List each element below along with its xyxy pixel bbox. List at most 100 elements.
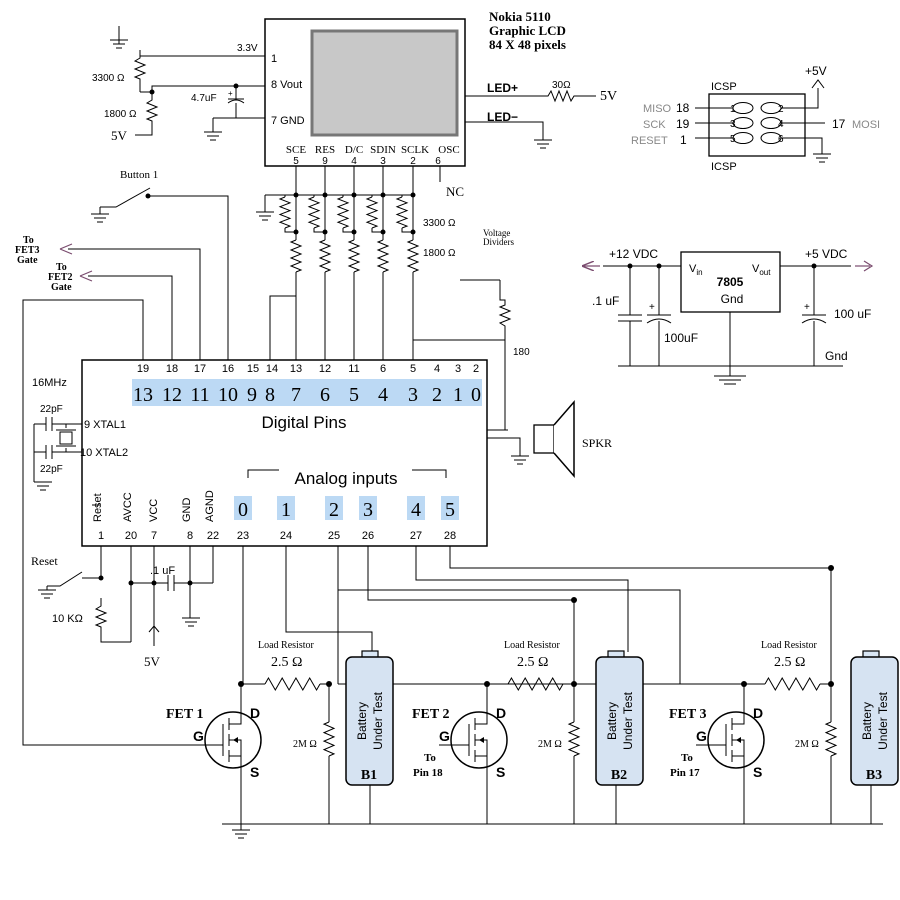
icsp-title-bottom: ICSP	[711, 161, 737, 173]
lcd-sig-osc: OSC	[438, 144, 459, 156]
lcd-3v3-label: 3.3V	[237, 43, 258, 54]
analog-highlight-0	[234, 496, 252, 520]
reg-gnd-pin: Gnd	[721, 292, 744, 306]
fet-source-label: S	[496, 764, 505, 780]
load-resistor-value: 2.5 Ω	[517, 655, 548, 670]
reg-c3-label: 100 uF	[834, 307, 871, 321]
icsp-mosi-label: MOSI	[852, 119, 880, 131]
mcu-bottom-pin-26: 26	[362, 530, 374, 542]
battery-body	[850, 656, 899, 786]
icsp-reset-label: RESET	[631, 135, 668, 147]
icsp-miso-pin: 18	[676, 101, 690, 115]
lcd-pin-vout: 8 Vout	[271, 79, 302, 91]
digital-pin-label-3: 3	[408, 384, 418, 406]
fet-source-label: S	[753, 764, 762, 780]
svg-text:+: +	[649, 302, 655, 313]
fet-name-label: FET 2	[412, 707, 449, 722]
lcd-title-2: Graphic LCD	[489, 23, 566, 38]
load-resistor-value: 2.5 Ω	[271, 655, 302, 670]
digital-pin-label-7: 7	[291, 384, 301, 406]
mcu-top-pin-5: 5	[410, 363, 416, 375]
fet3-gate-gate: Gate	[17, 255, 38, 266]
lcd-led-minus: LED−	[487, 110, 518, 124]
battery-body	[345, 656, 394, 786]
lcd-nc-label: NC	[446, 184, 464, 199]
battery-body	[595, 656, 644, 786]
mcu-power-reset: Reset 10 KΩ .1 uF 5V	[31, 546, 214, 669]
mcu-top-pin-11: 11	[348, 363, 359, 375]
xtal1-pin-label: 9 XTAL1	[84, 419, 126, 431]
lcd-sig-sdin: SDIN	[370, 144, 396, 156]
analog-highlight-3	[359, 496, 377, 520]
digital-pin-label-6: 6	[320, 384, 330, 406]
digital-pin-label-4: 4	[378, 384, 388, 406]
fet-gate-pin: Pin 17	[670, 767, 700, 779]
reg-c1-label: .1 uF	[592, 294, 619, 308]
mcu-bottom-label-avcc: AVCC	[122, 492, 134, 522]
xtal-freq-label: 16MHz	[32, 377, 67, 389]
reg-vin-pin: Vin	[689, 263, 703, 277]
lcd-pinnum-4: 4	[351, 156, 357, 167]
icsp-sck-label: SCK	[643, 119, 666, 131]
svg-text:+: +	[804, 302, 810, 313]
reset-r10k-label: 10 KΩ	[52, 613, 83, 625]
fet-name-label: FET 3	[669, 707, 706, 722]
lcd-r1800-label: 1800 Ω	[104, 109, 137, 120]
digital-pin-label-2: 2	[432, 384, 442, 406]
analog-highlight-5	[441, 496, 459, 520]
lcd-sig-sclk: SCLK	[401, 144, 429, 156]
fet2-gate-fet: FET2	[48, 272, 72, 283]
analog-pin-label-3: 3	[363, 499, 373, 521]
icsp-pin-6: 6	[778, 134, 784, 145]
mcu-top-pin-12: 12	[319, 363, 331, 375]
lcd-cap-label: 4.7uF	[191, 93, 217, 104]
lcd-sig-sce: SCE	[286, 144, 306, 156]
icsp-pin-5: 5	[730, 134, 736, 145]
icsp-sck-pin: 19	[676, 117, 690, 131]
mcu-top-pin-2: 2	[473, 363, 479, 375]
load-resistor-label: Load Resistor	[258, 640, 314, 651]
lcd-5v-label: 5V	[111, 128, 128, 143]
mcu-top-pin-4: 4	[434, 363, 440, 375]
icsp-pin-3: 3	[730, 119, 736, 130]
mcu-bottom-pin-20: 20	[125, 530, 137, 542]
speaker-label: SPKR	[582, 436, 612, 450]
button1-label: Button 1	[120, 169, 158, 181]
mcu-bottom-label-gnd: GND	[181, 498, 193, 523]
reg-vout-pin: Vout	[752, 263, 771, 277]
mcu-bottom-pin-24: 24	[280, 530, 292, 542]
fet-gate-to: To	[681, 752, 693, 764]
mcu-bottom-pin-23: 23	[237, 530, 249, 542]
speaker-r-label: 180	[513, 347, 530, 358]
lcd-power-divider: 3.3V 3300 Ω 1800 Ω 5V + 4.7uF	[92, 26, 265, 143]
xtal-cap2-label: 22pF	[40, 464, 63, 475]
lcd-pinnum-6: 6	[435, 156, 441, 167]
led-5v-label: 5V	[600, 89, 617, 104]
digital-pins-title: Digital Pins	[261, 413, 346, 432]
icsp-pin-4: 4	[778, 119, 784, 130]
battery-id: B1	[361, 768, 377, 783]
battery-id: B3	[866, 768, 882, 783]
digital-pin-label-5: 5	[349, 384, 359, 406]
div-note-2: Dividers	[483, 237, 514, 247]
lcd-module: Nokia 5110 Graphic LCD 84 X 48 pixels 1 …	[264, 9, 566, 199]
mcu-top-pin-13: 13	[290, 363, 302, 375]
analog-highlight-4	[407, 496, 425, 520]
reset-button-label: Reset	[31, 554, 58, 568]
lcd-sig-res: RES	[315, 144, 335, 156]
mcu-top-pin-14: 14	[266, 363, 278, 375]
fet-gate-label: G	[193, 728, 204, 744]
mcu-bottom-label-reset: Reset	[92, 493, 104, 522]
analog-inputs-title: Analog inputs	[294, 469, 397, 488]
mcu-top-pin-3: 3	[455, 363, 461, 375]
mcu-top-pin-6: 6	[380, 363, 386, 375]
mcu-top-pin-15: 15	[247, 363, 259, 375]
analog-highlight-1	[277, 496, 295, 520]
load-resistor-label: Load Resistor	[761, 640, 817, 651]
digital-pin-label-13: 13	[133, 384, 153, 406]
